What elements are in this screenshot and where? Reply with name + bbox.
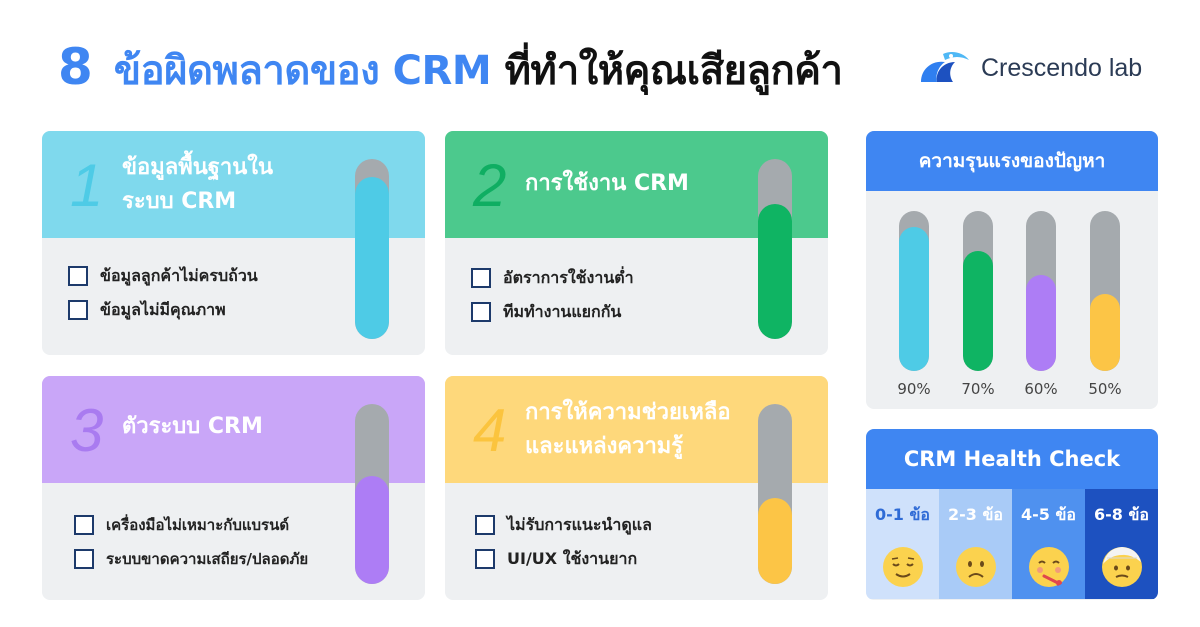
checklist-label: ทีมทำงานแยกกัน bbox=[503, 301, 622, 321]
mistake-card-3: 3 ตัวระบบ CRM เครื่องมือไม่เหมาะกับแบรนด… bbox=[42, 376, 425, 600]
card-title: การใช้งาน CRM bbox=[525, 167, 689, 201]
checkbox[interactable] bbox=[68, 300, 88, 320]
severity-bar-1 bbox=[899, 211, 929, 371]
mistake-card-4: 4 การให้ความช่วยเหลือ และแหล่งความรู้ ไม… bbox=[445, 376, 828, 600]
checklist-item[interactable]: ข้อมูลลูกค้าไม่ครบถ้วน bbox=[68, 259, 258, 293]
health-level-2: 2-3 ข้อ bbox=[939, 489, 1012, 599]
severity-chart: 90% 70% 60% 50% bbox=[866, 191, 1158, 409]
card-title-line1: ข้อมูลพื้นฐานใน bbox=[122, 155, 274, 180]
severity-bar-2 bbox=[963, 211, 993, 371]
health-level-3: 4-5 ข้อ bbox=[1012, 489, 1085, 599]
severity-bar-4 bbox=[1090, 211, 1120, 371]
severity-bar-fill bbox=[963, 251, 993, 371]
severity-bar-fill bbox=[355, 177, 389, 339]
card-title-line1: การใช้งาน CRM bbox=[525, 171, 689, 196]
card-title-line2: และแหล่งความรู้ bbox=[525, 434, 684, 459]
health-level-1: 0-1 ข้อ bbox=[866, 489, 939, 599]
severity-label-1: 90% bbox=[897, 380, 931, 398]
checklist-item[interactable]: อัตราการใช้งานต่ำ bbox=[471, 261, 634, 295]
checklist-item[interactable]: ระบบขาดความเสถียร/ปลอดภัย bbox=[74, 542, 308, 576]
card-number: 4 bbox=[473, 397, 507, 464]
checkbox[interactable] bbox=[475, 549, 495, 569]
checkbox[interactable] bbox=[471, 302, 491, 322]
mistake-card-1: 1 ข้อมูลพื้นฐานใน ระบบ CRM ข้อมูลลูกค้าไ… bbox=[42, 131, 425, 355]
face-with-thermometer-icon bbox=[1028, 547, 1069, 587]
brand: Crescendo lab bbox=[915, 48, 1142, 88]
card-title: ข้อมูลพื้นฐานใน ระบบ CRM bbox=[122, 151, 273, 219]
card-title: ตัวระบบ CRM bbox=[122, 410, 263, 444]
health-levels: 0-1 ข้อ 2-3 ข้อ 4-5 ข้อ bbox=[866, 489, 1158, 599]
card-title-line2: ระบบ CRM bbox=[122, 189, 237, 214]
checklist-label: UI/UX ใช้งานยาก bbox=[507, 548, 638, 568]
health-check-panel: CRM Health Check 0-1 ข้อ 2-3 ข้อ 4-5 bbox=[866, 429, 1158, 600]
card-title-line1: ตัวระบบ CRM bbox=[122, 414, 263, 439]
checklist-label: เครื่องมือไม่เหมาะกับแบรนด์ bbox=[106, 516, 290, 534]
severity-label-4: 50% bbox=[1088, 380, 1122, 398]
brand-name: Crescendo lab bbox=[981, 53, 1143, 82]
card-checklist: อัตราการใช้งานต่ำ ทีมทำงานแยกกัน bbox=[471, 261, 634, 329]
frowning-face-icon bbox=[955, 547, 996, 587]
severity-panel-title: ความรุนแรงของปัญหา bbox=[866, 131, 1158, 191]
severity-bar-fill bbox=[1026, 275, 1056, 371]
health-level-label: 6-8 ข้อ bbox=[1093, 505, 1150, 524]
checklist-item[interactable]: ทีมทำงานแยกกัน bbox=[471, 295, 634, 329]
severity-bar-fill bbox=[899, 227, 929, 371]
severity-panel: ความรุนแรงของปัญหา 90% 70% 60% 50% bbox=[866, 131, 1158, 409]
checkbox[interactable] bbox=[74, 549, 94, 569]
severity-bar-fill bbox=[1090, 294, 1120, 371]
checklist-label: ไม่รับการแนะนำดูแล bbox=[507, 514, 652, 534]
health-level-label: 0-1 ข้อ bbox=[874, 505, 931, 524]
severity-bar-fill bbox=[758, 204, 792, 339]
health-level-label: 4-5 ข้อ bbox=[1020, 505, 1077, 524]
checkbox[interactable] bbox=[68, 266, 88, 286]
checkbox[interactable] bbox=[475, 515, 495, 535]
checklist-item[interactable]: เครื่องมือไม่เหมาะกับแบรนด์ bbox=[74, 508, 308, 542]
card-checklist: ไม่รับการแนะนำดูแล UI/UX ใช้งานยาก bbox=[475, 508, 652, 576]
checklist-label: ข้อมูลไม่มีคุณภาพ bbox=[100, 299, 226, 319]
checkbox[interactable] bbox=[471, 268, 491, 288]
health-level-4: 6-8 ข้อ bbox=[1085, 489, 1158, 599]
title-number: 8 bbox=[58, 38, 93, 96]
severity-bar-fill bbox=[355, 476, 389, 584]
severity-bar-fill bbox=[758, 497, 792, 584]
card-checklist: เครื่องมือไม่เหมาะกับแบรนด์ ระบบขาดความเ… bbox=[74, 508, 308, 576]
face-with-head-bandage-icon bbox=[1101, 547, 1142, 587]
severity-bar bbox=[758, 404, 792, 584]
checkbox[interactable] bbox=[74, 515, 94, 535]
checklist-item[interactable]: UI/UX ใช้งานยาก bbox=[475, 542, 652, 576]
severity-bar bbox=[355, 404, 389, 584]
card-checklist: ข้อมูลลูกค้าไม่ครบถ้วน ข้อมูลไม่มีคุณภาพ bbox=[68, 259, 258, 327]
page-title: 8 ข้อผิดพลาดของ CRM ที่ทำให้คุณเสียลูกค้… bbox=[58, 38, 843, 102]
checklist-label: ข้อมูลลูกค้าไม่ครบถ้วน bbox=[100, 265, 258, 285]
severity-bar bbox=[355, 159, 389, 339]
health-level-label: 2-3 ข้อ bbox=[947, 505, 1004, 524]
severity-label-2: 70% bbox=[961, 380, 995, 398]
card-title-line1: การให้ความช่วยเหลือ bbox=[525, 400, 731, 425]
severity-label-3: 60% bbox=[1024, 380, 1058, 398]
checklist-label: ระบบขาดความเสถียร/ปลอดภัย bbox=[106, 550, 309, 568]
card-number: 3 bbox=[70, 397, 104, 464]
card-number: 2 bbox=[473, 152, 507, 219]
checklist-item[interactable]: ไม่รับการแนะนำดูแล bbox=[475, 508, 652, 542]
title-dark-part: ที่ทำให้คุณเสียลูกค้า bbox=[504, 48, 843, 94]
relieved-face-icon bbox=[882, 547, 923, 587]
severity-bar-3 bbox=[1026, 211, 1056, 371]
severity-bar bbox=[758, 159, 792, 339]
checklist-item[interactable]: ข้อมูลไม่มีคุณภาพ bbox=[68, 293, 258, 327]
title-blue-part: ข้อผิดพลาดของ CRM bbox=[113, 48, 492, 94]
crescendo-logo-icon bbox=[921, 52, 969, 82]
health-check-title: CRM Health Check bbox=[866, 429, 1158, 489]
card-number: 1 bbox=[70, 152, 104, 219]
mistake-card-2: 2 การใช้งาน CRM อัตราการใช้งานต่ำ ทีมทำง… bbox=[445, 131, 828, 355]
card-title: การให้ความช่วยเหลือ และแหล่งความรู้ bbox=[525, 396, 731, 464]
checklist-label: อัตราการใช้งานต่ำ bbox=[503, 267, 634, 287]
